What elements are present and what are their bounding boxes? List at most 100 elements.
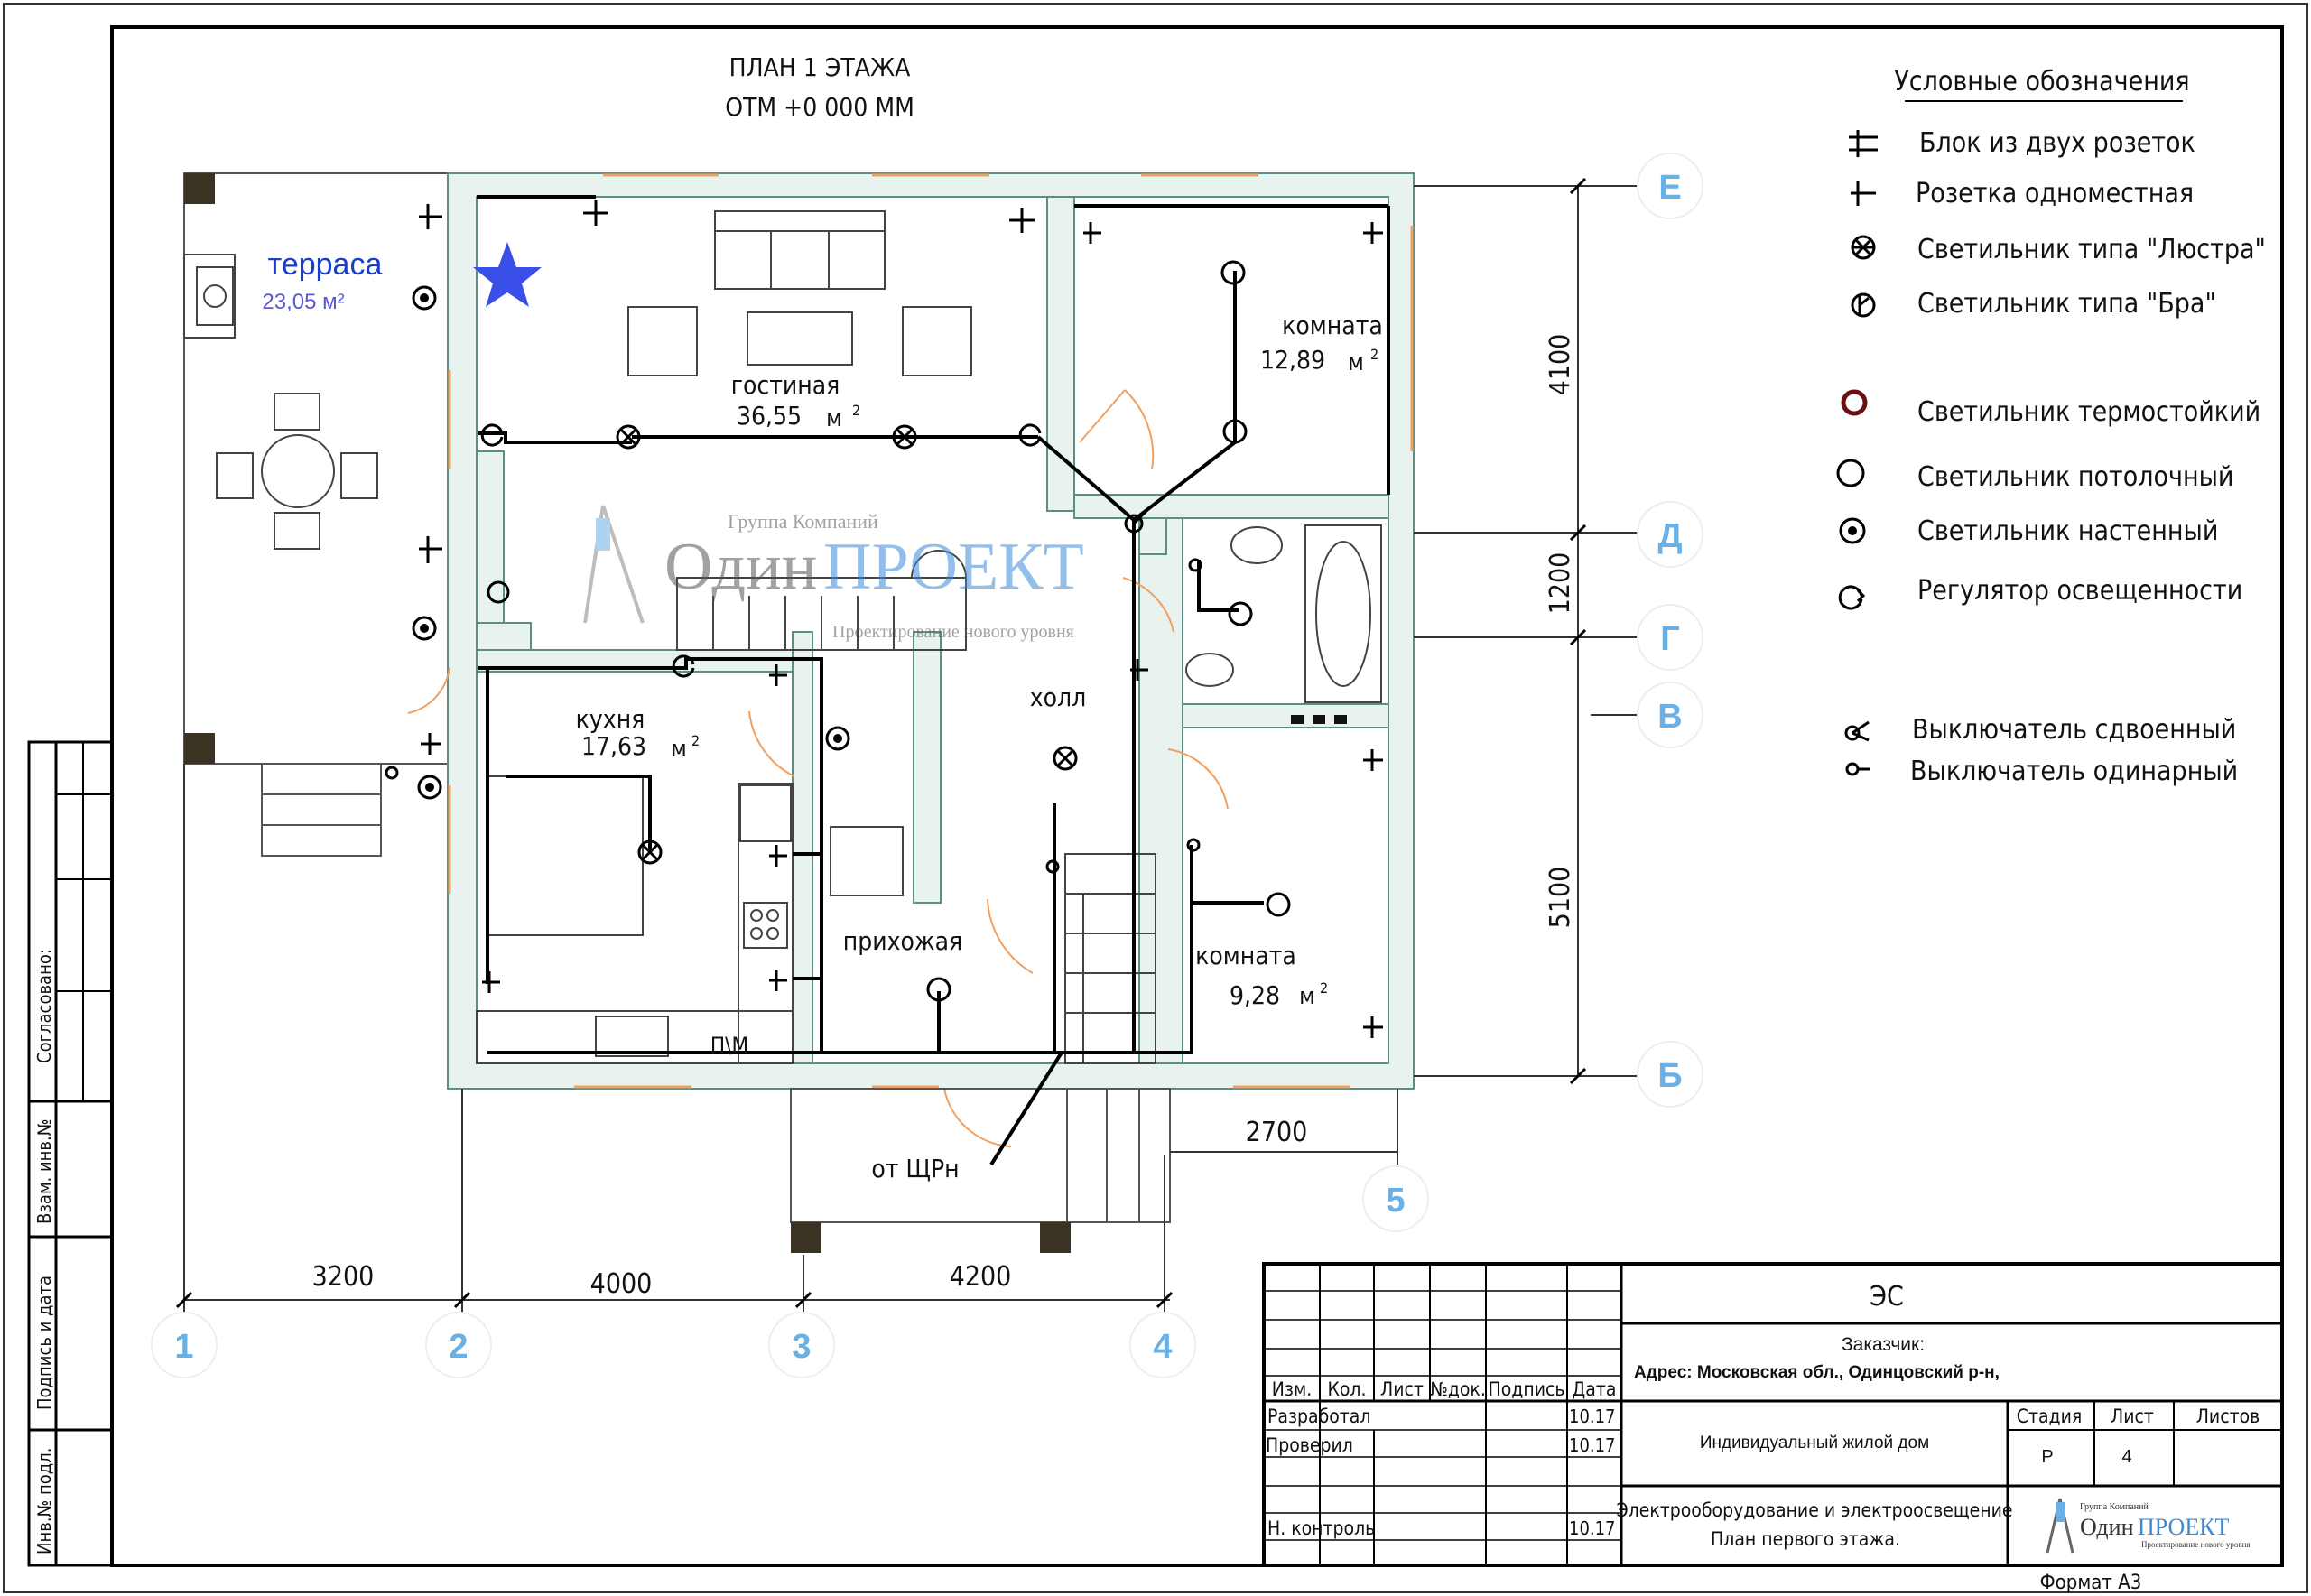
legend-item-label: Светильник типа "Бра" [1917,288,2216,320]
stamp-code: ЭС [1870,1281,1904,1313]
stamp-desc2: План первого этажа. [1711,1528,1900,1550]
stamp-header: №док. [1430,1378,1486,1400]
stamp-header: Дата [1573,1378,1617,1400]
axis-row-v: В [1657,698,1682,736]
single-socket-icon [769,845,787,867]
bathroom-fixtures [1185,524,1382,724]
stamp-header: Лист [1380,1378,1424,1400]
single-socket-icon [421,733,441,755]
pm-label: П\М [710,1033,748,1058]
single-socket-icon [1851,181,1876,206]
stamp-address: Адрес: Московская обл., Одинцовский р-н, [1634,1363,2000,1382]
ceiling-light-icon [1228,601,1253,626]
terrace: терраса 23,05 м² [183,172,450,857]
room2-sq: 2 [1320,979,1328,997]
kitchen-unit: м [671,736,687,763]
axis-row-b: Б [1657,1057,1682,1095]
wall-light-icon [417,775,442,800]
single-switch-icon [1188,558,1202,572]
star-icon [473,242,542,307]
single-switch-icon [1045,859,1060,874]
kitchen-furniture [476,775,904,1064]
kitchen-name: кухня [576,704,645,734]
axis-col-5: 5 [1386,1182,1405,1220]
legend-item-label: Светильник потолочный [1917,461,2233,493]
dimmer-icon [1018,423,1042,447]
fireplace-icon [183,254,236,339]
chandelier-icon [1851,235,1876,260]
ceiling-light-icon [1222,419,1248,444]
svg-text:П\М: П\М [710,1033,748,1058]
legend-item-label: Светильник термостойкий [1917,396,2260,428]
stamp-stage-header: Стадия [2017,1406,2082,1427]
ceiling-light-icon [1266,892,1291,917]
chandelier-icon [616,424,641,450]
porch [790,1088,1171,1253]
chandelier-icon [1053,746,1078,771]
single-switch-icon [1845,762,1870,776]
stamp-sheet: 4 [2121,1447,2131,1467]
single-switch-icon [1186,838,1201,852]
stamp-object: Индивидуальный жилой дом [1700,1434,1929,1452]
stamp-date: 10.17 [1569,1434,1616,1456]
hall-name: холл [1030,682,1087,712]
double-socket-icon [419,204,442,229]
dim-2700: 2700 [1246,1117,1308,1148]
stamp-date: 10.17 [1569,1406,1616,1427]
watermark-name1: Один [664,530,817,604]
dimension-lines: 3200 4000 4200 2700 4100 1200 5100 [175,177,1638,1313]
entry-name: прихожая [843,926,962,956]
dimmer-icon [480,423,504,447]
axis-col-4: 4 [1153,1328,1172,1366]
title-block: Изм. Кол. Лист №док. Подпись Дата Разраб… [1262,1262,2284,1594]
wall-light-icon [412,616,437,641]
side-inv-orig-label: Инв.№ подл. [33,1448,55,1554]
stamp-sheets-header: Листов [2196,1406,2260,1427]
axis-row-d: Д [1657,517,1682,555]
room1-name: комната [1282,311,1383,340]
plan-level: ОТМ +0 000 ММ [725,92,914,122]
legend: Условные обозначения Блок из двух розето… [1836,66,2266,787]
double-switch-icon [1844,720,1870,742]
ceiling-light-icon [926,977,951,1002]
room-labels: гостиная 36,55 м 2 комната 12,89 м 2 кух… [576,311,1383,1183]
legend-title: Условные обозначения [1894,66,2189,97]
single-socket-icon [1363,1016,1383,1038]
axis-col-3: 3 [792,1328,811,1366]
living-room-unit: м [826,405,842,432]
axis-row-g: Г [1660,620,1680,658]
svg-text:Проектирование нового уровня: Проектирование нового уровня [2141,1540,2251,1549]
legend-item-label: Блок из двух розеток [1919,127,2195,159]
svg-text:ПРОЕКТ: ПРОЕКТ [2138,1514,2230,1540]
side-sign-date-label: Подпись и дата [33,1276,55,1410]
wall-light-icon [825,726,850,751]
electrical-symbols: П\М [385,200,1383,1058]
legend-item-label: Розетка одноместная [1916,178,2194,209]
stamp-checked: Проверил [1266,1434,1353,1456]
company-watermark: Группа Компаний Один ПРОЕКТ Проектирован… [583,505,1084,642]
room1-unit: м [1348,349,1364,376]
svg-text:Группа Компаний: Группа Компаний [2080,1502,2149,1512]
stamp-stage: Р [2041,1447,2053,1467]
ceiling-light-icon [1220,260,1246,285]
legend-item-label: Выключатель одинарный [1910,756,2238,787]
kitchen-area: 17,63 [581,731,646,761]
axis-col-1: 1 [174,1328,193,1366]
room1-area: 12,89 [1260,345,1325,375]
single-switch-icon [385,766,399,780]
sconce-icon [487,580,510,604]
wall-light-icon [1839,517,1866,544]
side-agreed-label: Согласовано: [33,949,55,1063]
legend-item-label: Светильник типа "Люстра" [1917,234,2266,265]
legend-item-label: Светильник настенный [1917,515,2218,547]
legend-item-label: Регулятор освещенности [1917,575,2242,607]
kitchen-sq: 2 [691,732,700,749]
room2-name: комната [1195,941,1296,970]
living-room-name: гостиная [731,370,840,400]
stamp-sheet-header: Лист [2111,1406,2154,1427]
side-inv-no-label: Взам. инв.№ [33,1119,55,1224]
double-socket-icon [583,200,608,226]
single-socket-icon [769,970,787,991]
double-switch-icon [1124,506,1152,534]
watermark-name2: ПРОЕКТ [823,530,1084,604]
